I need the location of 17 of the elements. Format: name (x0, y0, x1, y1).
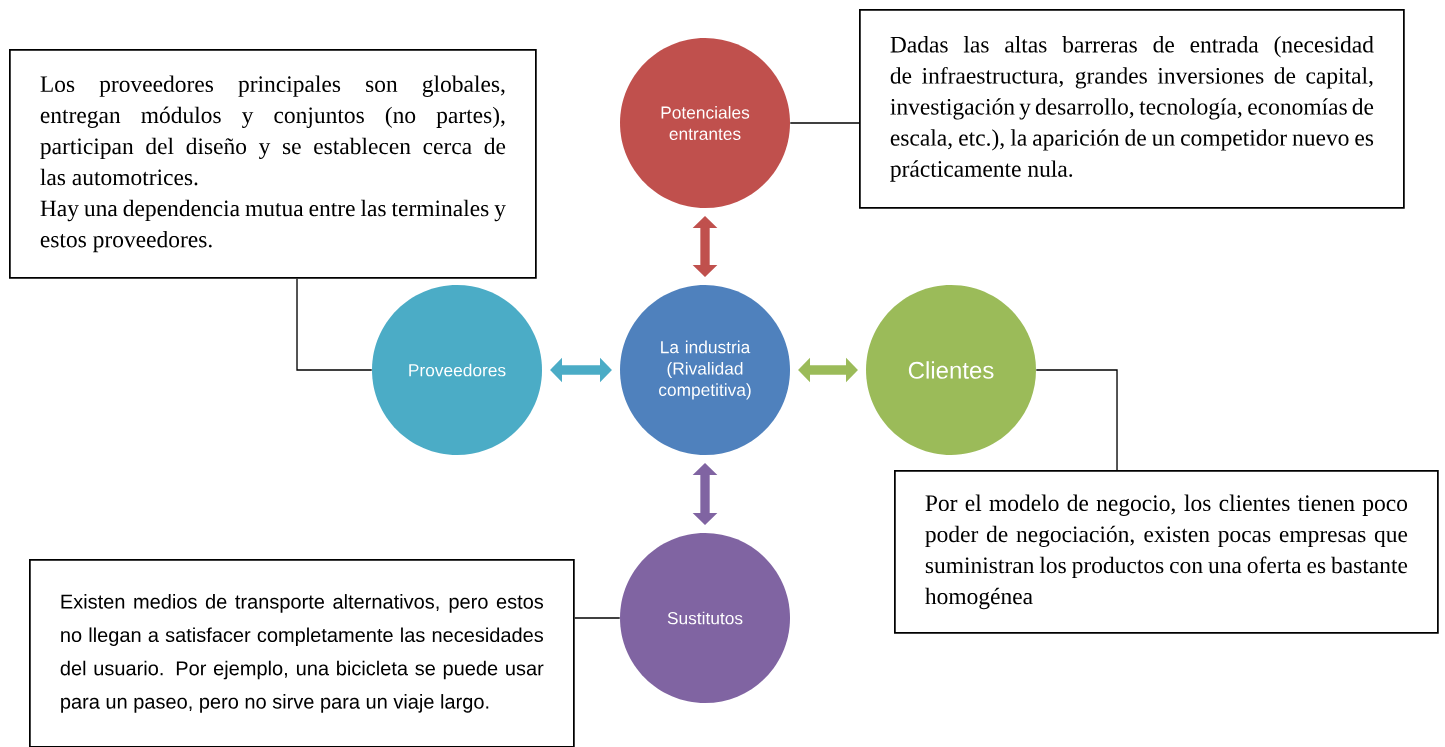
leader-line (574, 617, 621, 619)
circle-node: La industria (Rivalidad competitiva) (620, 285, 790, 455)
text-box: Existen medios de transporte alternativos, pero estos no llegan a satisfacer completamente las necesidades del usuario. Por ejemplo, una bicicleta se puede usar para un paseo, pero no sirve para un viaje largo. (29, 559, 575, 747)
text-box: Dadas las altas barreras de entrada (necesidad de infraestructura, grandes inversiones de capital, investigación y desarrollo, tecnología, economías de escala, etc.), la aparición de un competidor nuevo es prácticamente nula. (859, 9, 1405, 209)
double-arrow (692, 216, 718, 277)
circle-node: Proveedores (372, 285, 542, 455)
text-box: Por el modelo de negocio, los clientes tienen poco poder de negociación, existen pocas empresas que suministran los productos con una oferta es bastante homogénea (894, 470, 1439, 634)
leader-line (1035, 369, 1118, 471)
double-arrow (692, 463, 718, 525)
circle-node: Sustitutos (620, 533, 790, 703)
leader-line (789, 122, 860, 124)
circle-node: Clientes (866, 285, 1036, 455)
double-arrow (550, 357, 612, 383)
text-box: Los proveedores principales son globales, entregan módulos y conjuntos (no partes), participan del diseño y se establecen cerca de las automotrices. Hay una dependencia mutua entre las terminales y estos proveedores. (9, 49, 537, 279)
double-arrow (798, 357, 858, 383)
leader-line (296, 278, 373, 371)
circle-node: Potenciales entrantes (620, 38, 790, 208)
